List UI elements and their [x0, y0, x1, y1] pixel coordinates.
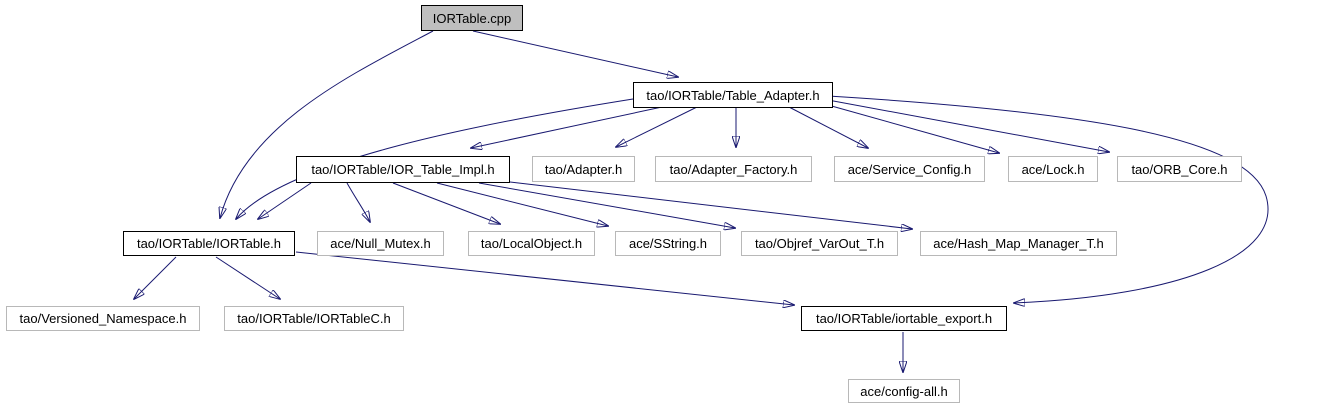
node-orb-core[interactable]: tao/ORB_Core.h [1117, 156, 1242, 182]
node-iortable-cpp: IORTable.cpp [421, 5, 523, 31]
node-service-config[interactable]: ace/Service_Config.h [834, 156, 985, 182]
edge-iortable-cpp-to-table-adapter [472, 30, 678, 77]
edge-ior-table-impl-to-null-mutex [346, 182, 370, 222]
node-sstring[interactable]: ace/SString.h [615, 231, 721, 256]
edge-ior-table-impl-to-objref-varout [478, 182, 735, 228]
node-objref-varout[interactable]: tao/Objref_VarOut_T.h [741, 231, 898, 256]
edge-iortable-h-to-versioned-namespace [134, 256, 177, 299]
node-localobject[interactable]: tao/LocalObject.h [468, 231, 595, 256]
edge-table-adapter-to-adapter [616, 106, 698, 147]
edge-ior-table-impl-to-localobject [392, 182, 500, 224]
node-adapter-factory[interactable]: tao/Adapter_Factory.h [655, 156, 812, 182]
edge-table-adapter-to-ior-table-impl [471, 106, 663, 148]
edge-ior-table-impl-to-iortable-h [258, 182, 312, 219]
edge-iortable-cpp-to-iortable-h [220, 30, 434, 218]
node-table-adapter[interactable]: tao/IORTable/Table_Adapter.h [633, 82, 833, 108]
edge-table-adapter-to-lock [827, 104, 999, 153]
node-ior-table-impl[interactable]: tao/IORTable/IOR_Table_Impl.h [296, 156, 510, 183]
edge-ior-table-impl-to-sstring [436, 182, 608, 226]
edge-iortable-h-to-iortable-export [295, 251, 794, 305]
node-versioned-namespace[interactable]: tao/Versioned_Namespace.h [6, 306, 200, 331]
node-iortable-export[interactable]: tao/IORTable/iortable_export.h [801, 306, 1007, 331]
node-lock[interactable]: ace/Lock.h [1008, 156, 1098, 182]
node-adapter[interactable]: tao/Adapter.h [532, 156, 635, 182]
edge-table-adapter-to-iortable-export [827, 95, 1269, 303]
edge-ior-table-impl-to-hash-map-manager [509, 181, 912, 229]
edge-table-adapter-to-service-config [788, 106, 868, 148]
node-iortable-h[interactable]: tao/IORTable/IORTable.h [123, 231, 295, 256]
edge-table-adapter-to-orb-core [827, 99, 1109, 152]
edge-iortable-h-to-iortablec [215, 256, 280, 299]
node-null-mutex[interactable]: ace/Null_Mutex.h [317, 231, 444, 256]
edge-table-adapter-to-iortable-h [236, 98, 634, 219]
node-iortablec[interactable]: tao/IORTable/IORTableC.h [224, 306, 404, 331]
node-config-all[interactable]: ace/config-all.h [848, 379, 960, 403]
node-hash-map-manager[interactable]: ace/Hash_Map_Manager_T.h [920, 231, 1117, 256]
